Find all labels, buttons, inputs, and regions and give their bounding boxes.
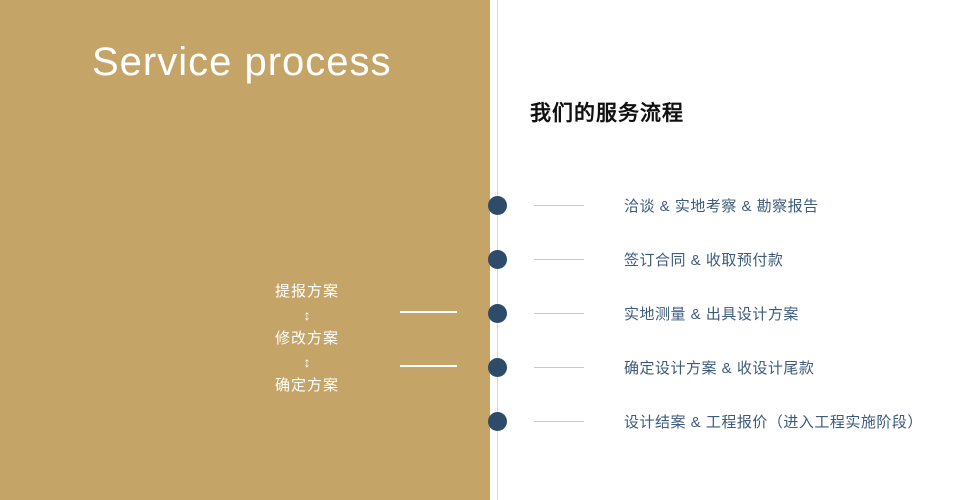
up-down-arrow-icon: ↕ xyxy=(303,354,311,370)
connector-line xyxy=(534,258,584,260)
connector-line xyxy=(534,366,584,368)
step-label: 确定设计方案 & 收设计尾款 xyxy=(624,359,815,377)
step-label: 实地测量 & 出具设计方案 xyxy=(624,305,799,323)
timeline-step-1: 洽谈 & 实地考察 & 勘察报告 xyxy=(488,195,819,215)
timeline-step-3: 实地测量 & 出具设计方案 xyxy=(488,303,799,323)
step-label: 洽谈 & 实地考察 & 勘察报告 xyxy=(624,197,819,215)
step-label: 设计结案 & 工程报价（进入工程实施阶段） xyxy=(624,413,923,431)
plan-step-confirm: 确定方案 xyxy=(274,377,339,394)
white-connector-line xyxy=(400,311,457,313)
timeline-dot xyxy=(488,303,507,323)
connector-line xyxy=(534,312,584,314)
timeline-dot xyxy=(488,249,507,269)
timeline-dot xyxy=(488,195,507,215)
white-connector-line xyxy=(400,365,457,367)
section-heading: 我们的服务流程 xyxy=(530,102,684,125)
timeline-step-4: 确定设计方案 & 收设计尾款 xyxy=(488,357,814,377)
timeline-dot xyxy=(488,357,507,377)
connector-line xyxy=(534,204,584,206)
timeline-step-2: 签订合同 & 收取预付款 xyxy=(488,249,783,269)
timeline-dot xyxy=(488,411,507,431)
plan-step-submit: 提报方案 xyxy=(274,283,339,300)
service-process-title: Service process xyxy=(92,40,392,84)
timeline-step-5: 设计结案 & 工程报价（进入工程实施阶段） xyxy=(488,411,923,431)
up-down-arrow-icon: ↕ xyxy=(303,307,311,323)
connector-line xyxy=(534,420,584,422)
gold-left-panel xyxy=(0,0,490,500)
plan-step-revise: 修改方案 xyxy=(274,330,339,347)
plan-revision-cycle: 提报方案 ↕ 修改方案 ↕ 确定方案 xyxy=(227,284,387,393)
step-label: 签订合同 & 收取预付款 xyxy=(624,251,784,269)
